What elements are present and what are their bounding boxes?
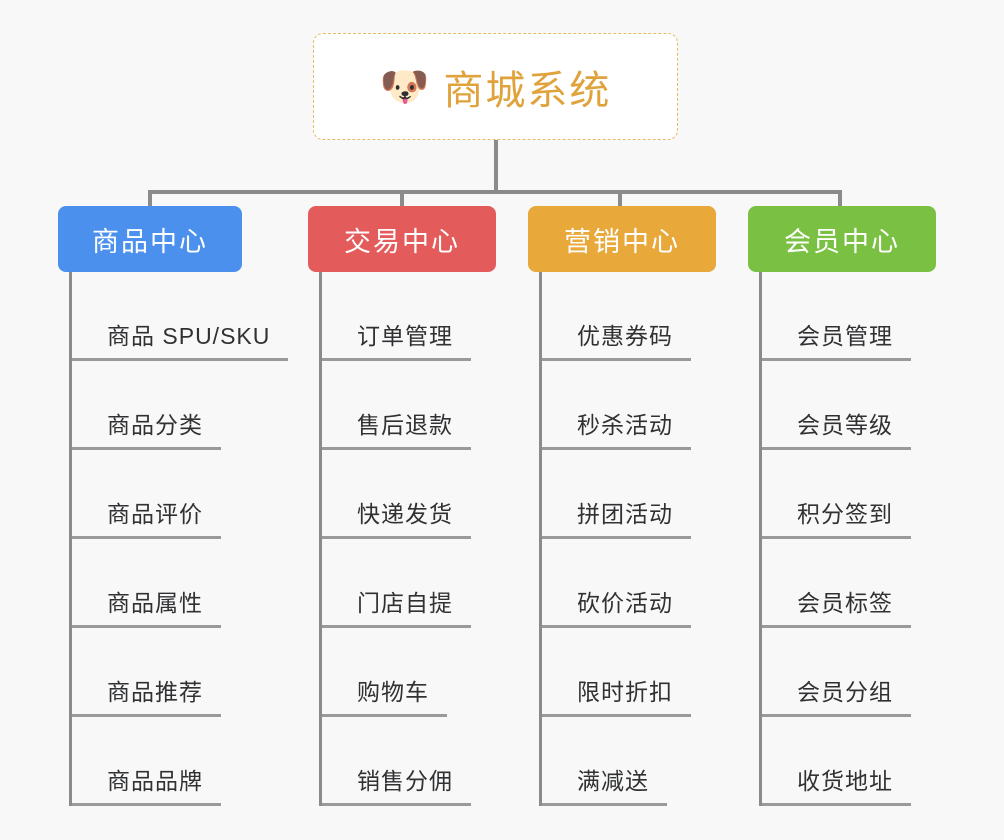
list-item[interactable]: 会员等级 [762, 361, 973, 450]
connector-drop-1 [148, 190, 152, 208]
list-item-label: 购物车 [322, 673, 447, 717]
list-item[interactable]: 秒杀活动 [542, 361, 753, 450]
list-item[interactable]: 收货地址 [762, 717, 973, 806]
branch-header-member[interactable]: 会员中心 [748, 206, 936, 272]
list-item-label: 满减送 [542, 762, 667, 806]
branch-header-marketing[interactable]: 营销中心 [528, 206, 716, 272]
list-item-label: 优惠券码 [542, 317, 691, 361]
list-item[interactable]: 拼团活动 [542, 450, 753, 539]
list-item-label: 销售分佣 [322, 762, 471, 806]
connector-root-stem [494, 140, 498, 192]
list-item-label: 积分签到 [762, 495, 911, 539]
list-item-label: 拼团活动 [542, 495, 691, 539]
list-item-label: 限时折扣 [542, 673, 691, 717]
list-item-label: 门店自提 [322, 584, 471, 628]
list-item[interactable]: 快递发货 [322, 450, 533, 539]
list-item-label: 订单管理 [322, 317, 471, 361]
list-item[interactable]: 商品推荐 [72, 628, 283, 717]
list-item[interactable]: 订单管理 [322, 272, 533, 361]
connector-drop-2 [400, 190, 404, 208]
list-item[interactable]: 商品品牌 [72, 717, 283, 806]
list-item[interactable]: 购物车 [322, 628, 533, 717]
list-item-label: 商品评价 [72, 495, 221, 539]
list-item[interactable]: 商品属性 [72, 539, 283, 628]
list-item-label: 会员分组 [762, 673, 911, 717]
list-item-label: 商品属性 [72, 584, 221, 628]
list-item-label: 会员等级 [762, 406, 911, 450]
branch-items-trade: 订单管理 售后退款 快递发货 门店自提 购物车 销售分佣 [319, 272, 533, 806]
branch-column-marketing: 营销中心 优惠券码 秒杀活动 拼团活动 砍价活动 限时折扣 满减送 [528, 206, 753, 806]
branch-header-label: 交易中心 [344, 226, 460, 257]
list-item[interactable]: 满减送 [542, 717, 753, 806]
list-item-label: 商品品牌 [72, 762, 221, 806]
list-item[interactable]: 销售分佣 [322, 717, 533, 806]
list-item[interactable]: 商品 SPU/SKU [72, 272, 289, 361]
list-item-label: 商品推荐 [72, 673, 221, 717]
connector-drop-4 [838, 190, 842, 208]
branch-items-product: 商品 SPU/SKU 商品分类 商品评价 商品属性 商品推荐 商品品牌 [69, 272, 289, 806]
branch-header-label: 商品中心 [92, 226, 208, 257]
list-item-label: 商品 SPU/SKU [72, 317, 289, 361]
branch-header-label: 会员中心 [784, 226, 900, 257]
branch-column-product: 商品中心 商品 SPU/SKU 商品分类 商品评价 商品属性 商品推荐 商品品牌 [58, 206, 289, 806]
list-item[interactable]: 会员分组 [762, 628, 973, 717]
list-item-label: 收货地址 [762, 762, 911, 806]
list-item[interactable]: 商品分类 [72, 361, 283, 450]
list-item[interactable]: 商品评价 [72, 450, 283, 539]
list-item[interactable]: 限时折扣 [542, 628, 753, 717]
list-item-label: 会员管理 [762, 317, 911, 361]
list-item[interactable]: 砍价活动 [542, 539, 753, 628]
root-title: 商城系统 [443, 68, 612, 113]
branch-items-marketing: 优惠券码 秒杀活动 拼团活动 砍价活动 限时折扣 满减送 [539, 272, 753, 806]
branch-header-trade[interactable]: 交易中心 [308, 206, 496, 272]
branch-column-member: 会员中心 会员管理 会员等级 积分签到 会员标签 会员分组 收货地址 [748, 206, 973, 806]
list-item[interactable]: 门店自提 [322, 539, 533, 628]
branch-column-trade: 交易中心 订单管理 售后退款 快递发货 门店自提 购物车 销售分佣 [308, 206, 533, 806]
list-item[interactable]: 售后退款 [322, 361, 533, 450]
list-item-label: 秒杀活动 [542, 406, 691, 450]
list-item-label: 商品分类 [72, 406, 221, 450]
branch-items-member: 会员管理 会员等级 积分签到 会员标签 会员分组 收货地址 [759, 272, 973, 806]
branch-header-product[interactable]: 商品中心 [58, 206, 242, 272]
list-item[interactable]: 积分签到 [762, 450, 973, 539]
root-node[interactable]: 🐶 商城系统 [313, 33, 678, 140]
list-item[interactable]: 会员管理 [762, 272, 973, 361]
dog-face-icon: 🐶 [379, 64, 430, 109]
list-item[interactable]: 优惠券码 [542, 272, 753, 361]
branch-header-label: 营销中心 [564, 226, 680, 257]
list-item-label: 会员标签 [762, 584, 911, 628]
list-item-label: 快递发货 [322, 495, 471, 539]
list-item-label: 砍价活动 [542, 584, 691, 628]
list-item[interactable]: 会员标签 [762, 539, 973, 628]
connector-bus [148, 190, 842, 194]
connector-drop-3 [618, 190, 622, 208]
list-item-label: 售后退款 [322, 406, 471, 450]
